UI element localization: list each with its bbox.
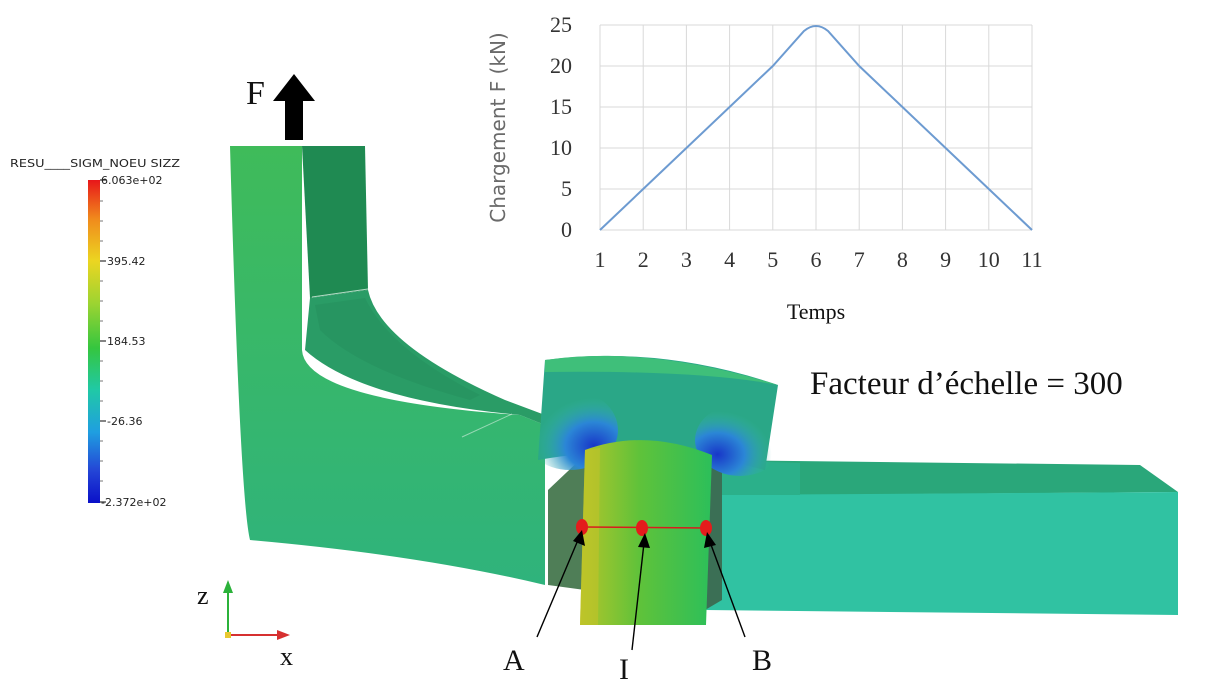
x-axis-label: x — [280, 642, 293, 671]
axis-triad: z x — [197, 580, 293, 671]
chart-y-axis-label: Chargement F (kN) — [486, 32, 510, 222]
chart-y-tick-label: 15 — [550, 94, 572, 119]
x-axis-arrow-icon — [277, 630, 290, 640]
colorbar-minor-ticks — [100, 200, 103, 482]
chart-x-tick-label: 1 — [595, 247, 606, 272]
chart-y-tick-label: 10 — [550, 135, 572, 160]
colorbar-tick-label: 184.53 — [107, 335, 146, 348]
chart-x-tick-label: 9 — [940, 247, 951, 272]
hole-wall-left — [548, 455, 585, 590]
chart-grid — [599, 24, 1033, 231]
force-indicator: F — [246, 74, 315, 140]
chart-y-tick-label: 5 — [561, 176, 572, 201]
chart-x-tick-label: 11 — [1021, 247, 1042, 272]
pin-head-top — [545, 355, 778, 385]
chart-y-tick-label: 0 — [561, 217, 572, 242]
chart-x-tick-label: 10 — [978, 247, 1000, 272]
load-series-line — [599, 25, 1033, 231]
chart-x-tick-label: 3 — [681, 247, 692, 272]
z-axis-arrow-icon — [223, 580, 233, 593]
chart-x-tick-label: 4 — [724, 247, 735, 272]
arm-inner-face — [302, 146, 368, 298]
force-arrow-icon — [273, 74, 315, 140]
colorbar-gradient — [88, 180, 100, 503]
pin-shank-shade — [580, 448, 600, 625]
point-i-label: I — [619, 653, 629, 679]
point-b-marker — [700, 520, 712, 536]
stress-colorbar: RESU____SIGM_NOEU SIZZ 6.063e+02 395.42 … — [10, 158, 180, 509]
plate-right-top — [710, 460, 1178, 495]
colorbar-tick-label: 395.42 — [107, 255, 146, 268]
point-callouts — [536, 530, 746, 651]
chart-x-tick-label: 5 — [767, 247, 778, 272]
colorbar-title: RESU____SIGM_NOEU SIZZ — [10, 158, 180, 170]
point-b-label: B — [752, 644, 772, 677]
z-axis-label: z — [197, 581, 209, 610]
force-label: F — [246, 75, 265, 112]
scale-factor-caption: Facteur d’échelle = 300 — [810, 366, 1123, 402]
chart-y-tick-label: 25 — [550, 12, 572, 37]
stress-concentration-right — [695, 404, 785, 476]
colorbar-max-label: 6.063e+02 — [101, 174, 162, 187]
colorbar-tick-label: -26.36 — [107, 415, 142, 428]
arm-fillet-shade — [315, 298, 480, 400]
chart-x-tick-label: 6 — [811, 247, 822, 272]
chart-x-tick-label: 2 — [638, 247, 649, 272]
fea-model — [230, 146, 1178, 625]
point-a-marker — [576, 519, 588, 535]
chart-x-tick-label: 8 — [897, 247, 908, 272]
bracket-arm — [230, 146, 545, 585]
chart-y-tick-label: 20 — [550, 53, 572, 78]
chart-ticks: 1 2 3 4 5 6 7 8 9 10 11 0 5 10 15 20 25 — [550, 12, 1043, 272]
chart-x-axis-label: Temps — [787, 299, 845, 324]
point-a-label: A — [503, 644, 525, 677]
plate-right-front — [705, 492, 1178, 615]
load-chart: 1 2 3 4 5 6 7 8 9 10 11 0 5 10 15 20 25 Chargement F (kN… — [486, 12, 1043, 324]
chart-x-tick-label: 7 — [854, 247, 865, 272]
colorbar-min-label: -2.372e+02 — [101, 496, 166, 509]
point-i-marker — [636, 520, 648, 536]
